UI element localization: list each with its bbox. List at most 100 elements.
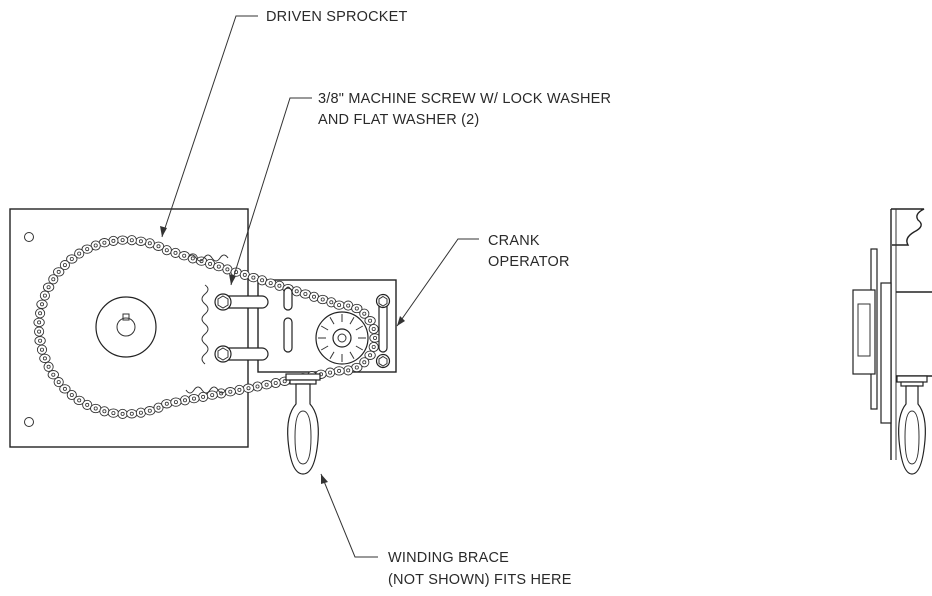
- machine-screw-lower: [214, 345, 232, 363]
- leader-crank-operator: [396, 238, 479, 327]
- chain-link: [170, 247, 181, 258]
- chain-link: [242, 383, 255, 393]
- operator-bolt-top: [375, 293, 391, 309]
- chain-link: [270, 377, 281, 389]
- chain-link: [39, 353, 51, 364]
- chain-link: [98, 238, 111, 248]
- chain-link: [34, 336, 46, 346]
- chain-link: [82, 399, 93, 410]
- label-winding-brace-line2: (NOT SHOWN) FITS HERE: [388, 572, 572, 588]
- chain-link: [359, 308, 370, 319]
- sprocket-tooth: [355, 345, 364, 351]
- chain-link: [368, 323, 379, 335]
- chain-link: [170, 397, 182, 407]
- chain-link: [252, 381, 263, 392]
- sprocket-tooth: [349, 351, 355, 360]
- chain-link: [135, 236, 147, 246]
- chain-link: [135, 407, 146, 418]
- chain-link: [188, 393, 200, 404]
- chain-link: [333, 300, 345, 310]
- chain-link: [126, 409, 138, 419]
- chain-link: [42, 282, 55, 292]
- label-driven-sprocket: DRIVEN SPROCKET: [266, 9, 408, 25]
- chain-link: [198, 391, 209, 402]
- chain-link: [35, 308, 46, 319]
- chain-link: [364, 350, 376, 360]
- chain-link: [368, 341, 379, 353]
- chain-link: [144, 406, 156, 416]
- mounting-plate: [9, 208, 249, 448]
- side-operator-body: [852, 289, 876, 375]
- chain-link: [43, 361, 54, 372]
- chain-link: [33, 317, 45, 328]
- side-wall-break: [891, 208, 925, 246]
- chain-mesh-upper: [187, 254, 229, 262]
- chain-link: [224, 387, 236, 397]
- chain-link: [59, 260, 70, 271]
- chain-link: [48, 274, 59, 285]
- chain-link: [34, 326, 45, 337]
- chain-link: [265, 278, 277, 288]
- label-machine-screw-line1: 3/8" MACHINE SCREW W/ LOCK WASHER: [318, 91, 611, 107]
- sprocket-tooth: [329, 316, 335, 325]
- chain-link: [317, 294, 329, 305]
- chain-link: [257, 275, 268, 286]
- leader-winding-brace: [320, 473, 378, 558]
- chain-link: [333, 366, 345, 376]
- mesh-left-teeth: [201, 284, 209, 365]
- sprocket-tooth: [320, 325, 329, 331]
- chain-link: [73, 395, 85, 406]
- chain-link: [66, 389, 77, 401]
- side-bracket: [880, 282, 892, 424]
- driven-sprocket-keyway: [122, 313, 130, 321]
- chain-link: [47, 370, 59, 380]
- chain-link: [116, 235, 129, 245]
- chain-link: [108, 235, 119, 246]
- drive-sprocket: [315, 311, 369, 365]
- chain-link: [299, 289, 312, 299]
- label-crank-line1: CRANK: [488, 233, 540, 249]
- plate-hole-top-left: [24, 232, 34, 242]
- sprocket-tooth: [355, 325, 364, 331]
- sprocket-tooth: [320, 345, 329, 351]
- chain-link: [351, 362, 363, 373]
- chain-link: [99, 406, 110, 417]
- chain-mesh-lower: [185, 386, 227, 394]
- chain-link: [343, 365, 354, 376]
- chain-link: [90, 240, 101, 251]
- chain-link: [144, 238, 155, 249]
- operator-bolt-bottom: [375, 353, 391, 369]
- chain-link: [36, 299, 48, 309]
- leader-machine-screw: [229, 97, 312, 286]
- front-view: [9, 208, 397, 475]
- side-view: [852, 208, 932, 475]
- chain-link: [213, 261, 225, 272]
- driven-sprocket-bore: [116, 317, 136, 337]
- machine-screw-upper: [214, 293, 232, 311]
- chain-link: [351, 303, 363, 314]
- side-crank-eye: [898, 385, 926, 475]
- sprocket-tooth: [349, 316, 355, 325]
- driven-sprocket-hub: [95, 296, 157, 358]
- chain-link: [126, 235, 137, 246]
- chain-link: [66, 254, 78, 264]
- sprocket-tooth: [329, 351, 335, 360]
- chain-link: [36, 344, 48, 355]
- chain-link: [53, 267, 65, 277]
- chain-link: [117, 408, 128, 419]
- chain-link: [152, 241, 165, 251]
- crank-eye: [285, 373, 321, 475]
- chain-link: [39, 290, 50, 301]
- chain-link: [325, 367, 336, 378]
- chain-link: [234, 384, 245, 395]
- chain-link: [260, 380, 273, 390]
- chain-link: [59, 384, 71, 394]
- chain-link: [81, 244, 93, 254]
- leader-driven-sprocket: [160, 15, 258, 238]
- chain-link: [107, 408, 120, 418]
- chain-link: [364, 316, 376, 326]
- chain-link: [239, 269, 250, 280]
- chain-link: [179, 395, 191, 406]
- chain-link: [247, 272, 260, 283]
